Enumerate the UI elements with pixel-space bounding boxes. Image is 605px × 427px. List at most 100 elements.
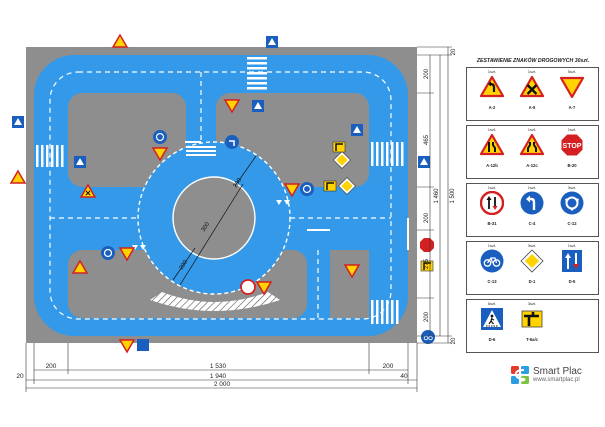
dim-right-20-bottom: 20 bbox=[451, 337, 457, 344]
sign-d6-right-top bbox=[351, 124, 363, 136]
legend-code: A-7 bbox=[568, 105, 576, 110]
legend-qty: 1szt. bbox=[567, 127, 577, 132]
sign-a7-5 bbox=[343, 264, 361, 279]
sign-a7-4 bbox=[283, 183, 301, 198]
legend-item-a2: 1szt. A-2 bbox=[472, 69, 512, 111]
svg-text:STOP: STOP bbox=[563, 143, 582, 150]
road-narrows-both-icon bbox=[519, 133, 545, 156]
sign-d6-left bbox=[12, 116, 24, 128]
legend-qty: 3szt. bbox=[567, 185, 577, 190]
hatched-area bbox=[150, 292, 280, 311]
sign-t6-1 bbox=[332, 141, 346, 153]
roundabout-dimension-lines bbox=[172, 155, 257, 286]
bicycle-path-icon bbox=[480, 249, 504, 273]
dim-bottom-20: 20 bbox=[16, 373, 24, 380]
logo-url: www.smartplac.pl bbox=[533, 377, 580, 383]
legend-qty: 1szt. bbox=[487, 185, 497, 190]
dim-right-20-top: 20 bbox=[451, 48, 457, 55]
island-top-left bbox=[68, 93, 186, 187]
legend-item-a5: 1szt. A-5 bbox=[512, 69, 552, 111]
dim-roundabout-200-a: 200 bbox=[179, 259, 190, 271]
sign-a7-1 bbox=[223, 99, 241, 114]
sign-d6-mid bbox=[74, 156, 86, 168]
sign-c4 bbox=[225, 135, 239, 149]
pedestrian-crossing-icon bbox=[481, 308, 503, 330]
sign-a7-2 bbox=[151, 147, 169, 162]
sign-a7-6 bbox=[255, 281, 273, 296]
legend-qty: 1szt. bbox=[487, 69, 497, 74]
sign-t6-2 bbox=[323, 180, 337, 192]
smart-plac-logo: Smart Plac www.smartplac.pl bbox=[511, 366, 582, 384]
sign-a7-7 bbox=[118, 339, 136, 354]
sign-c12-3 bbox=[300, 182, 314, 196]
legend-qty: 1szt. bbox=[487, 127, 497, 132]
sign-d1-1 bbox=[333, 151, 351, 169]
legend-item-c4: 1szt. C-4 bbox=[512, 185, 552, 227]
legend-code: D-5 bbox=[568, 279, 576, 284]
smart-plac-logo-icon bbox=[511, 366, 529, 384]
sign-t6-3 bbox=[420, 260, 434, 272]
legend-item-c13: 1szt. C-13 bbox=[472, 243, 512, 285]
road-narrows-right-icon bbox=[479, 133, 505, 156]
bottom-dimensions bbox=[25, 343, 418, 392]
priority-road-shape-icon bbox=[521, 310, 543, 328]
sign-d6-right bbox=[418, 156, 430, 168]
priority-over-oncoming-icon bbox=[562, 250, 582, 272]
sign-a12c bbox=[71, 259, 89, 274]
legend-title: ZESTAWIENIE ZNAKÓW DROGOWYCH 30szt. bbox=[476, 58, 590, 64]
sign-d5 bbox=[137, 339, 149, 351]
legend-code: A-12c bbox=[526, 163, 538, 168]
legend-qty: 1szt. bbox=[487, 243, 497, 248]
zebra-crossing-left bbox=[36, 145, 64, 167]
dim-roundabout-300: 300 bbox=[201, 221, 212, 233]
legend-item-a12c: 1szt. A-12c bbox=[512, 127, 552, 169]
dim-bottom-200-left: 200 bbox=[46, 363, 57, 370]
legend-qty: 1szt. bbox=[527, 69, 537, 74]
legend-qty: 1szt. bbox=[527, 127, 537, 132]
dim-bottom-1940: 1 940 bbox=[210, 373, 227, 380]
sign-c12-2 bbox=[101, 246, 115, 260]
legend-item-c12: 3szt. C-12 bbox=[552, 185, 592, 227]
dim-right-1500: 1 500 bbox=[450, 188, 456, 204]
dim-roundabout-200-b: 200 bbox=[233, 177, 244, 189]
sign-d6-2 bbox=[252, 100, 264, 112]
legend-code: B-31 bbox=[487, 221, 497, 226]
right-branch-island bbox=[330, 250, 369, 318]
stop-sign-icon: STOP bbox=[560, 133, 584, 157]
dim-bottom-1530: 1 530 bbox=[210, 363, 227, 370]
legend-item-b31: 1szt. B-31 bbox=[472, 185, 512, 227]
legend-item-a12b: 1szt. A-12b bbox=[472, 127, 512, 169]
dim-bottom-40: 40 bbox=[400, 373, 408, 380]
right-dimensions bbox=[417, 46, 452, 344]
sign-b31 bbox=[240, 279, 256, 295]
dim-right-200-top: 200 bbox=[424, 68, 430, 79]
legend-code: A-12b bbox=[486, 163, 498, 168]
outer-lane-line bbox=[49, 71, 392, 320]
legend-code: D-6 bbox=[488, 337, 496, 342]
zebra-crossing-top bbox=[247, 57, 267, 90]
sign-d6-top bbox=[266, 36, 278, 48]
dim-right-275: 275 bbox=[424, 258, 430, 269]
legend-code: D-1 bbox=[528, 279, 536, 284]
legend-code: B-20 bbox=[567, 163, 577, 168]
sign-b20 bbox=[420, 238, 434, 252]
legend-code: A-5 bbox=[528, 105, 536, 110]
sign-a7-3 bbox=[118, 247, 136, 262]
logo-name: Smart Plac bbox=[533, 366, 582, 377]
legend-qty: 3szt. bbox=[527, 301, 537, 306]
sign-a12b bbox=[9, 169, 27, 184]
zebra-crossing-right bbox=[371, 142, 404, 166]
legend-code: C-12 bbox=[567, 221, 577, 226]
dim-bottom-200-right: 200 bbox=[383, 363, 394, 370]
legend-qty: 6szt. bbox=[487, 301, 497, 306]
zebra-crossing-bottom-right bbox=[371, 300, 399, 324]
zebra-crossing-roundabout bbox=[186, 146, 216, 156]
dim-bottom-2000: 2 000 bbox=[214, 381, 231, 388]
legend-item-b20: 1szt. STOP B-20 bbox=[552, 127, 592, 169]
dim-right-465: 465 bbox=[424, 134, 430, 145]
legend-qty: 5szt. bbox=[567, 69, 577, 74]
stop-lines bbox=[185, 141, 409, 250]
roundabout-island bbox=[172, 176, 256, 260]
legend-code: C-4 bbox=[528, 221, 536, 226]
